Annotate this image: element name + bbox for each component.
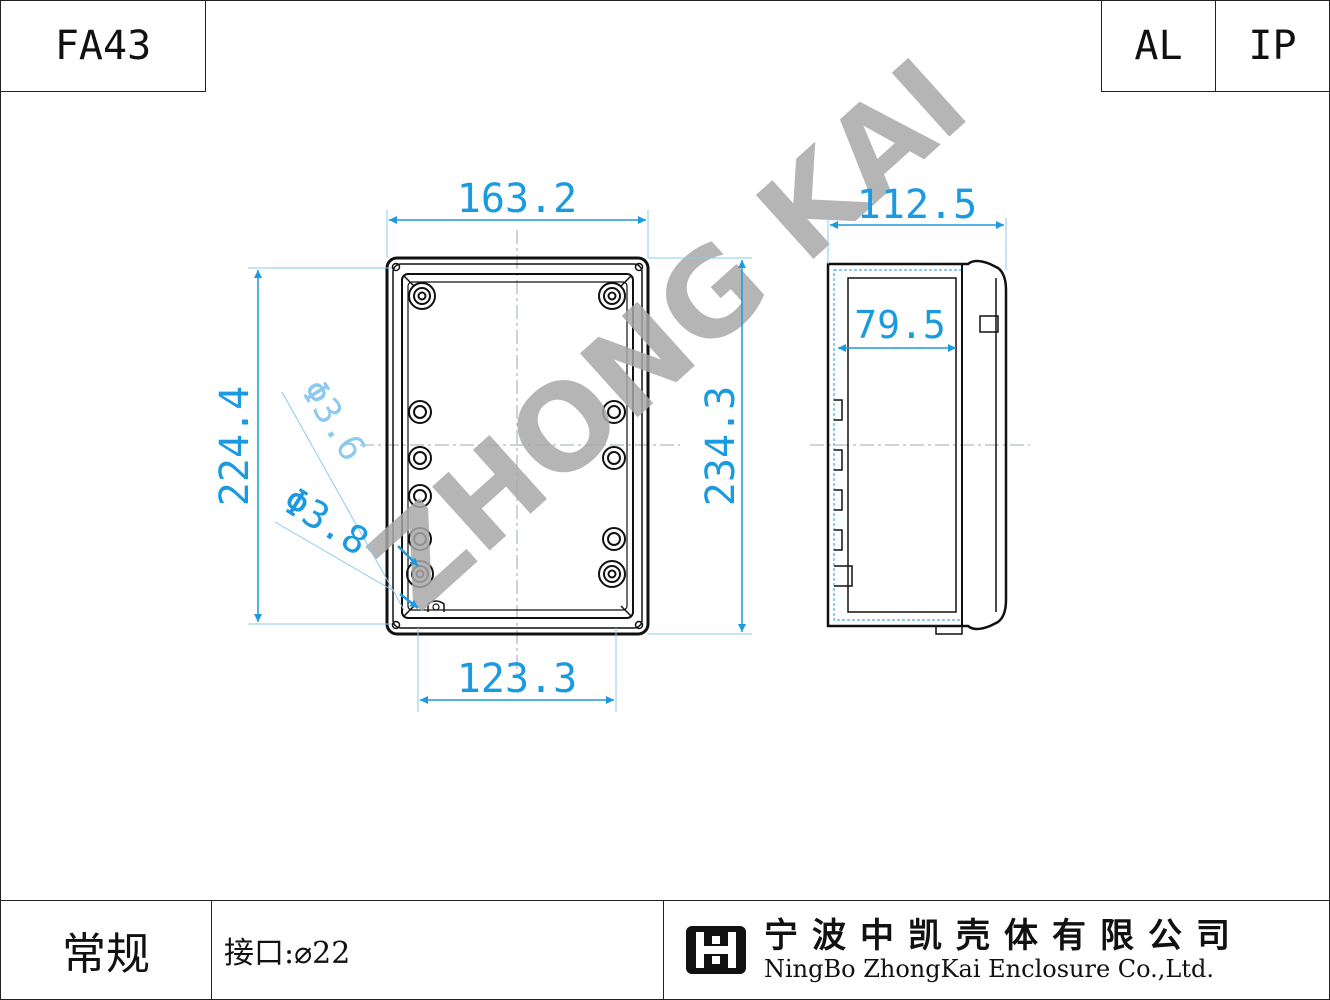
dim-depth: 112.5 <box>857 182 977 228</box>
model-cell: FA43 <box>0 0 206 92</box>
port-cell: 接口:⌀22 <box>211 900 664 1000</box>
material-label: AL <box>1134 23 1183 69</box>
dim-inner-width: 123.3 <box>457 656 577 702</box>
side-view <box>826 259 1008 635</box>
dim-total-length: 234.3 <box>698 386 744 506</box>
company-name-cn: 宁波中凯壳体有限公司 <box>764 916 1244 957</box>
dim-outer-length: 224.4 <box>212 386 258 506</box>
pcb-post-icons <box>408 400 626 551</box>
front-view <box>385 256 650 636</box>
company-name-en: NingBo ZhongKai Enclosure Co.,Ltd. <box>764 954 1214 983</box>
dim-outer-width: 163.2 <box>457 176 577 222</box>
zhongkai-logo-icon <box>686 926 746 974</box>
corner-screw-icons <box>391 262 644 630</box>
port-label: 接口:⌀22 <box>224 936 351 971</box>
series-cell: 常规 <box>0 900 212 1000</box>
dim-inner-depth: 79.5 <box>854 303 946 347</box>
company-cell: 宁波中凯壳体有限公司 NingBo ZhongKai Enclosure Co.… <box>663 900 1330 1000</box>
dim-hole-1: Φ3.6 <box>292 373 373 468</box>
material-cell: AL <box>1101 0 1216 92</box>
company-name: 宁波中凯壳体有限公司 NingBo ZhongKai Enclosure Co.… <box>764 916 1244 983</box>
rating-label: IP <box>1248 23 1297 69</box>
model-number: FA43 <box>54 23 152 69</box>
mounting-boss-icons <box>406 282 626 588</box>
rating-cell: IP <box>1215 0 1330 92</box>
ground-lug-icon <box>427 600 445 612</box>
dimension-lines <box>254 216 1004 704</box>
center-lines <box>360 230 1030 680</box>
series-label: 常规 <box>62 929 150 980</box>
extension-lines <box>248 210 1007 712</box>
